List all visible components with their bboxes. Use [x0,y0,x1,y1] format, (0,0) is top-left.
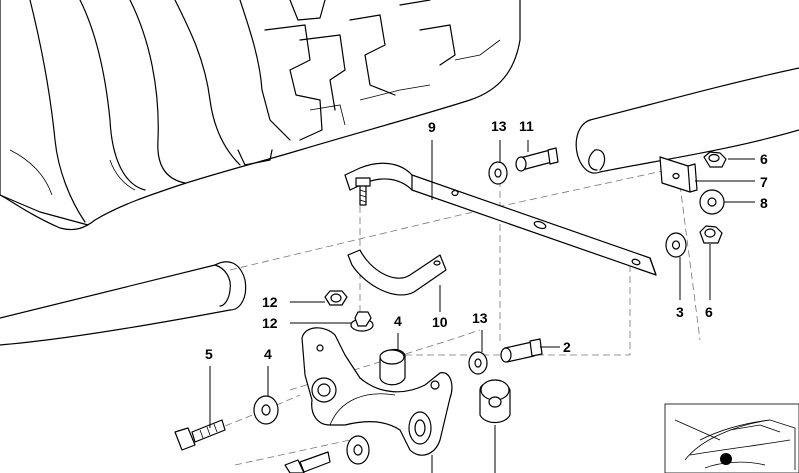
nut-6-lower [699,225,723,244]
washer-4-lower [253,395,279,425]
car-location-thumbnail [664,403,799,473]
mounting-plate [301,327,453,456]
callout-5: 5 [205,346,213,362]
callout-7: 7 [760,174,768,190]
callout-9: 9 [428,119,436,135]
bolt-bottom [284,451,331,473]
callout-6-top: 6 [760,151,768,167]
washer-3 [665,232,687,258]
bolt-small-vertical [355,177,371,206]
callout-12-upper: 12 [262,294,278,310]
callout-12-lower: 12 [262,315,278,331]
washer-8 [699,189,725,215]
callout-13-top: 13 [491,118,507,134]
nut-12-upper [324,290,348,306]
leader-lines [209,140,755,473]
location-marker-dot [720,453,732,465]
rubber-mount-4-upper [379,348,406,386]
bolt-5 [174,419,226,451]
callout-10: 10 [432,314,448,330]
bolt-2 [500,338,543,363]
bolt-11 [515,147,559,172]
washer-lower-center [346,435,370,465]
callout-4-lower: 4 [264,346,272,362]
clamp-10 [347,249,447,296]
rubber-mount-lower-right [479,379,511,424]
washer-13-top [488,161,508,185]
nut-6-top [703,151,727,168]
strap-bracket-9 [344,162,657,276]
nut-12-lower [350,311,374,332]
washer-13-lower [468,351,488,375]
callout-6-lower: 6 [705,304,713,320]
callout-labels: 9 13 11 6 7 8 3 6 12 12 10 4 13 2 5 4 [205,118,768,362]
transmission-housing [0,0,521,231]
exhaust-pipe-left [0,261,247,346]
callout-2: 2 [563,339,571,355]
clip-7 [659,156,698,193]
callout-8: 8 [760,195,768,211]
callout-3: 3 [676,304,684,320]
exhaust-pipe-right [575,67,799,174]
alignment-lines [214,164,701,466]
callout-4-upper: 4 [394,313,402,329]
callout-11: 11 [519,118,534,134]
callout-13-lower: 13 [472,310,488,326]
